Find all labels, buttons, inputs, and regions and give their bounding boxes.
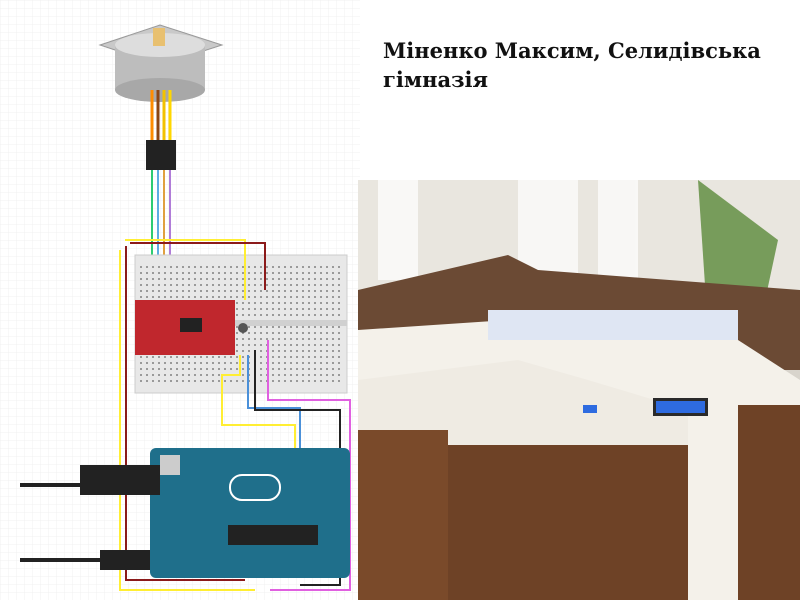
arduino-board xyxy=(150,448,350,578)
usb-cable xyxy=(80,465,160,495)
house-model-photo xyxy=(358,180,800,600)
motor-wires xyxy=(150,90,172,140)
connector xyxy=(146,140,176,170)
power-cable xyxy=(100,550,150,570)
circuit-diagram xyxy=(0,0,360,600)
slide-title: Міненко Максим, Селидівська гімназія xyxy=(383,38,761,92)
stepper-motor xyxy=(98,24,224,102)
